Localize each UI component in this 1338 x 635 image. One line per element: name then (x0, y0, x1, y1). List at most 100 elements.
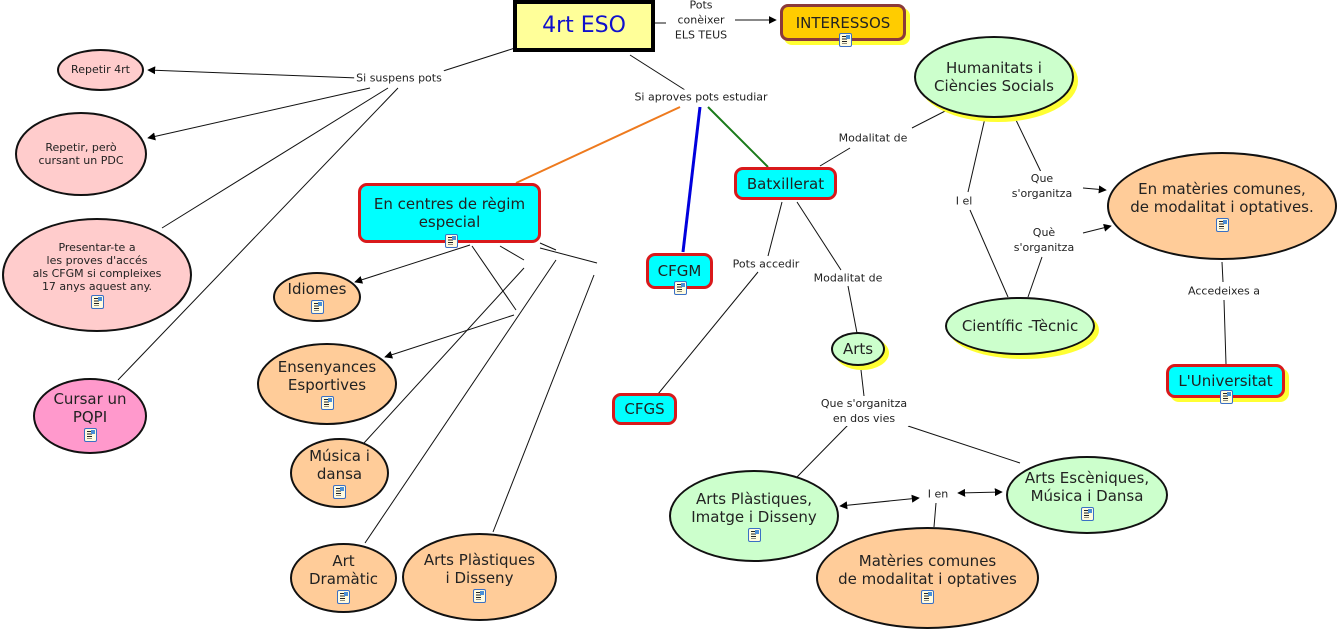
node-interessos[interactable]: INTERESSOS (780, 4, 906, 47)
resource-icon[interactable] (473, 589, 486, 603)
link-si-suspens-repetir4rt (147, 66, 359, 79)
label-que-sorganitza: Que s'organitza (1009, 171, 1075, 201)
resource-icon[interactable] (674, 281, 687, 295)
node-label: INTERESSOS (795, 13, 891, 32)
link-aproves-regim (515, 106, 681, 184)
node-musica-dansa[interactable]: Música i dansa (290, 438, 389, 508)
node-universitat[interactable]: L'Universitat (1166, 364, 1285, 404)
node-proves-acces[interactable]: Presentar-te a les proves d'accés als CF… (2, 218, 192, 332)
node-label: Cursar un (53, 390, 127, 408)
link-iel-cientific (969, 209, 1009, 298)
node-cfgs[interactable]: CFGS (612, 393, 677, 425)
node-esportives[interactable]: Ensenyances Esportives (257, 343, 397, 425)
link-regim-idiomes (354, 244, 471, 284)
link-dramatic (364, 259, 557, 544)
label-modalitat-de-2: Modalitat de (811, 270, 885, 286)
node-repetir-4rt[interactable]: Repetir 4rt (57, 49, 144, 91)
label-line: en dos vies (832, 412, 896, 425)
label-line: s'organitza (1011, 187, 1073, 200)
node-materies-comunes-right[interactable]: En matèries comunes, de modalitat i opta… (1107, 152, 1337, 260)
resource-icon[interactable] (445, 234, 458, 248)
node-label: especial (418, 213, 481, 231)
node-regim-especial[interactable]: En centres de règim especial (358, 183, 541, 248)
node-label: 4rt ESO (542, 12, 626, 38)
node-label: Batxillerat (746, 174, 825, 193)
label-line: Que s'organitza (820, 397, 908, 410)
label-line: s'organitza (1013, 241, 1075, 254)
resource-icon[interactable] (83, 428, 97, 442)
link-batx-pots-accedir (767, 201, 783, 257)
node-label: En matèries comunes, (1138, 180, 1306, 198)
node-label: Art (332, 552, 355, 570)
node-idiomes[interactable]: Idiomes (273, 272, 361, 322)
node-label: Ensenyances (277, 358, 377, 376)
node-label: En centres de règim (373, 195, 526, 213)
node-cfgm[interactable]: CFGM (646, 253, 713, 295)
node-label: Música i (309, 447, 370, 465)
node-arts-esceniques[interactable]: Arts Escèniques, Música i Dansa (1006, 456, 1168, 534)
link-i-en-esceniques (957, 488, 1003, 497)
node-label: Dramàtic (308, 570, 378, 588)
node-art-dramatic[interactable]: Art Dramàtic (290, 543, 397, 613)
node-label: Científic -Tècnic (961, 317, 1079, 335)
link-esportives (384, 314, 515, 359)
resource-icon[interactable] (333, 485, 346, 499)
link-hum-que (1014, 117, 1042, 173)
node-label: CFGM (657, 262, 702, 280)
link-plastiques (492, 274, 595, 533)
node-arts-plastiques-imatge[interactable]: Arts Plàstiques, Imatge i Disseny (669, 470, 839, 562)
link-que2-materies (1082, 223, 1112, 234)
label-si-suspens: Si suspens pots (354, 70, 444, 86)
label-line: conèixer (677, 13, 725, 27)
resource-icon[interactable] (747, 528, 761, 542)
label-accedeixes-a: Accedeixes a (1186, 283, 1262, 299)
node-batxillerat[interactable]: Batxillerat (734, 167, 837, 200)
node-label: Arts (842, 340, 874, 358)
node-label: Humanitats i (946, 59, 1042, 77)
label-line: Què (1032, 226, 1056, 239)
node-repetir-pdc[interactable]: Repetir, però cursant un PDC (15, 112, 147, 196)
node-label: Arts Plàstiques, (695, 490, 812, 508)
resource-icon[interactable] (320, 396, 334, 410)
node-label: Matèries comunes (858, 552, 997, 570)
label-dos-vies: Que s'organitza en dos vies (818, 396, 910, 426)
resource-icon[interactable] (310, 300, 324, 314)
node-pqpi[interactable]: Cursar un PQPI (33, 378, 147, 454)
node-arts-plastiques-disseny[interactable]: Arts Plàstiques i Disseny (402, 533, 557, 621)
node-label: de modalitat i optatives. (1130, 198, 1314, 216)
resource-icon[interactable] (337, 590, 350, 604)
node-label: Idiomes (287, 280, 347, 298)
node-4rt-eso[interactable]: 4rt ESO (513, 0, 655, 52)
node-humanitats[interactable]: Humanitats i Ciències Socials (914, 36, 1074, 118)
node-label: les proves d'accés (46, 253, 148, 267)
label-i-el: I el (953, 193, 975, 209)
resource-icon[interactable] (1215, 218, 1229, 232)
resource-icon[interactable] (921, 590, 934, 604)
label-line: Que (1030, 172, 1054, 185)
node-label: als CFGM si compleixes (32, 267, 162, 280)
link-aproves-batx (707, 106, 769, 168)
link-si-suspens-proves (161, 87, 389, 229)
link-accedeixes-universitat (1223, 299, 1227, 365)
node-label: Música i Dansa (1030, 487, 1144, 505)
node-cientific-tecnic[interactable]: Científic -Tècnic (945, 297, 1095, 355)
label-que-sorganitza-2: Què s'organitza (1011, 225, 1077, 255)
node-arts[interactable]: Arts (831, 332, 885, 366)
node-label: PQPI (72, 408, 108, 426)
label-pots-accedir: Pots accedir (730, 256, 802, 272)
resource-icon[interactable] (1080, 507, 1094, 521)
resource-icon[interactable] (1220, 390, 1233, 404)
link-regim-x3 (539, 242, 557, 251)
label-line: Pots (689, 0, 713, 12)
resource-icon[interactable] (839, 33, 852, 47)
link-dos-vies-esceniques (907, 425, 1021, 464)
link-si-suspens-pqpi (117, 87, 399, 381)
node-label: 17 anys aquest any. (41, 280, 153, 294)
resource-icon[interactable] (90, 295, 104, 310)
node-label: CFGS (624, 400, 665, 418)
link-que-materies (1082, 185, 1107, 194)
node-materies-comunes-bottom[interactable]: Matèries comunes de modalitat i optative… (816, 527, 1039, 629)
label-line: ELS TEUS (674, 28, 728, 42)
link-dos-vies-plastiques (795, 424, 849, 479)
